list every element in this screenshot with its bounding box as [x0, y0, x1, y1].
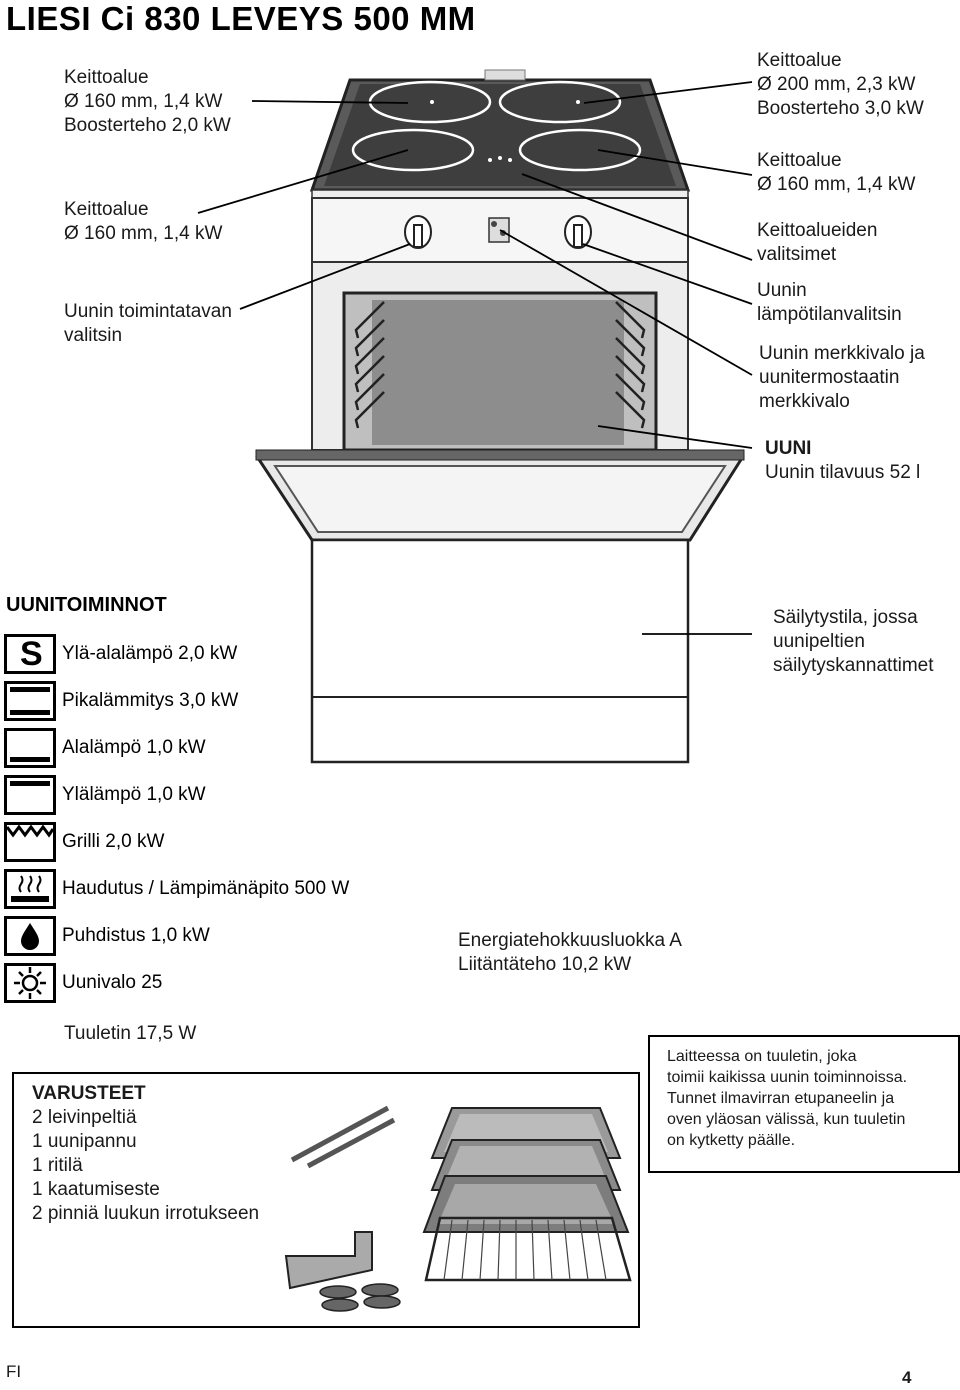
function-label: Grilli 2,0 kW	[62, 831, 165, 852]
callout-left-mode-selector: Uunin toimintatavan valitsin	[64, 301, 232, 346]
function-row: Puhdistus 1,0 kW	[4, 915, 210, 957]
function-label: Puhdistus 1,0 kW	[62, 925, 210, 946]
accessories-title: VARUSTEET	[32, 1083, 146, 1104]
function-label: Haudutus / Lämpimänäpito 500 W	[62, 878, 350, 899]
function-label: Uunivalo 25	[62, 972, 163, 993]
footer-language: FI	[6, 1362, 22, 1381]
function-row: Ylälämpö 1,0 kW	[4, 774, 206, 816]
page-number: 4	[902, 1368, 912, 1387]
top-heat-icon	[4, 775, 56, 815]
callout-right-zone1: Keittoalue Ø 200 mm, 2,3 kW Boosterteho …	[757, 50, 924, 119]
function-label: Alalämpö 1,0 kW	[62, 737, 206, 758]
accessory-item: 2 leivinpeltiä	[32, 1107, 137, 1128]
callout-right-zone2: Keittoalue Ø 160 mm, 1,4 kW	[757, 150, 916, 195]
function-row: Grilli 2,0 kW	[4, 821, 164, 863]
functions-title: UUNITOIMINNOT	[6, 594, 167, 616]
accessory-item: 2 pinniä luukun irrotukseen	[32, 1203, 260, 1224]
callout-left-zone2: Keittoalue Ø 160 mm, 1,4 kW	[64, 199, 223, 244]
accessory-item: 1 ritilä	[32, 1155, 83, 1176]
callout-temp-selector: Uunin lämpötilanvalitsin	[757, 280, 902, 325]
callout-indicator-lamps: Uunin merkkivalo ja uunitermostaatin mer…	[759, 343, 925, 412]
cleaning-drop-icon	[4, 916, 56, 956]
callout-hob-selectors: Keittoalueiden valitsimet	[757, 220, 878, 265]
callout-storage: Säilytystila, jossa uunipeltien säilytys…	[773, 607, 934, 676]
function-row: Pikalämmitys 3,0 kW	[4, 680, 238, 722]
fan-label: Tuuletin 17,5 W	[64, 1023, 197, 1044]
accessory-item: 1 kaatumiseste	[32, 1179, 160, 1200]
function-row: Alalämpö 1,0 kW	[4, 727, 206, 769]
function-row: S Ylä-alalämpö 2,0 kW	[4, 633, 237, 675]
function-row: Uunivalo 25	[4, 962, 162, 1004]
function-row: Haudutus / Lämpimänäpito 500 W	[4, 868, 349, 910]
accessory-item: 1 uunipannu	[32, 1131, 137, 1152]
callout-left-zone1: Keittoalue Ø 160 mm, 1,4 kW Boosterteho …	[64, 67, 231, 136]
function-label: Ylälämpö 1,0 kW	[62, 784, 206, 805]
function-label: Pikalämmitys 3,0 kW	[62, 690, 239, 711]
page-title: LIESI Ci 830 LEVEYS 500 MM	[6, 0, 476, 37]
oven-light-icon	[4, 963, 56, 1003]
fan-note-text: Laitteessa on tuuletin, joka toimii kaik…	[667, 1048, 908, 1149]
keep-warm-icon	[4, 869, 56, 909]
energy-info: Energiatehokkuusluokka A Liitäntäteho 10…	[458, 930, 682, 975]
quick-heat-icon	[4, 681, 56, 721]
accessories-list: VARUSTEET 2 leivinpeltiä 1 uunipannu 1 r…	[32, 1082, 259, 1226]
callout-oven: UUNI Uunin tilavuus 52 l	[765, 438, 921, 483]
bottom-heat-icon	[4, 728, 56, 768]
function-label: Ylä-alalämpö 2,0 kW	[62, 643, 238, 664]
s-symbol-icon: S	[4, 634, 56, 674]
grill-icon	[4, 822, 56, 862]
accessories-box	[12, 1072, 640, 1328]
fan-note-box	[648, 1035, 960, 1173]
